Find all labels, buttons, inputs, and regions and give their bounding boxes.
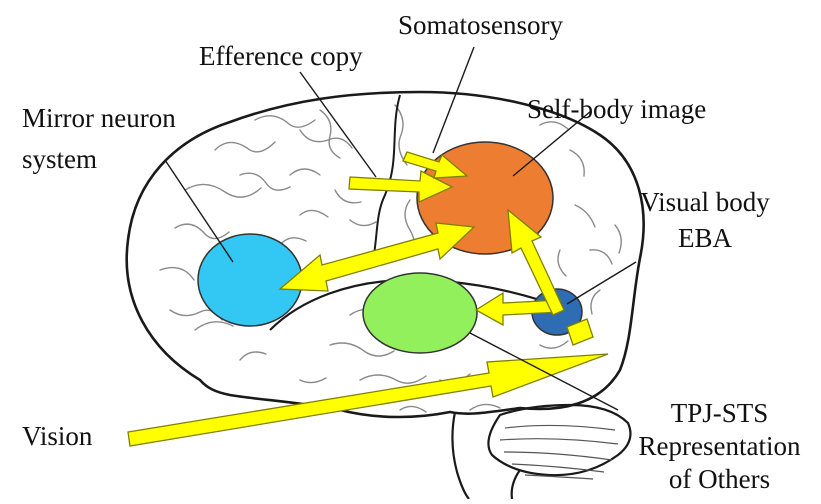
label-efference-copy: Efference copy (199, 40, 363, 72)
leader-eba (567, 262, 636, 304)
label-mirror-neuron-system: system (22, 143, 97, 175)
tpj-sts-region (363, 273, 477, 353)
leader-mirror (165, 160, 233, 262)
label-self-body-image: Self-body image (527, 93, 706, 125)
label-of-others: of Others (618, 463, 821, 495)
label-eba: EBA (620, 222, 790, 254)
mirror-neuron-region (198, 234, 302, 326)
leader-efference (300, 72, 376, 177)
label-representation: Representation (618, 430, 821, 462)
cerebellum (488, 405, 630, 475)
label-mirror-neuron: Mirror neuron (22, 102, 176, 134)
label-visual-body: Visual body (620, 186, 790, 218)
label-vision: Vision (22, 420, 92, 452)
leader-somatosensory (433, 47, 474, 153)
label-tpj-sts: TPJ-STS (618, 397, 821, 429)
label-somatosensory: Somatosensory (398, 9, 563, 41)
